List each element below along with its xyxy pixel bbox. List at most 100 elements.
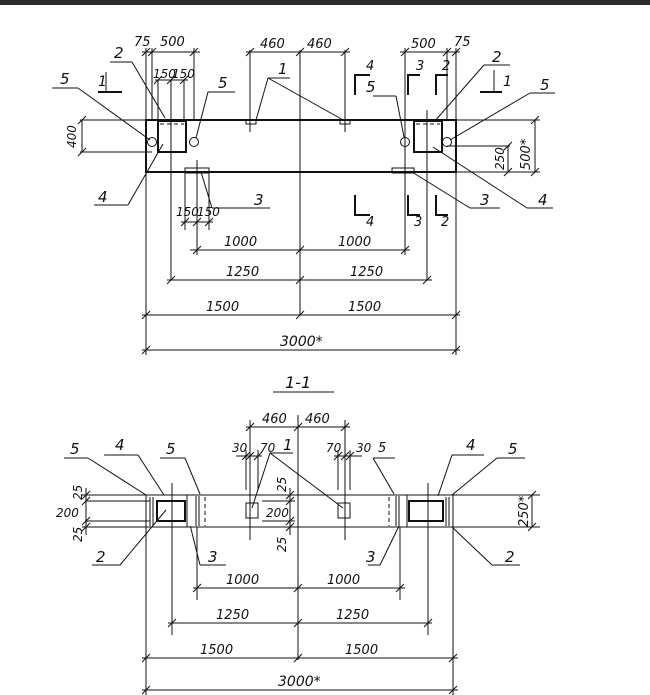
dimension-tick xyxy=(141,345,151,355)
section-plate-1b xyxy=(337,502,351,519)
plan-dim-400: 400 xyxy=(65,125,79,148)
plan-callout-4-right: 4 xyxy=(538,191,548,209)
dimension-tick xyxy=(442,47,452,57)
section-title: 1-1 xyxy=(285,373,311,392)
plan-dim-460b: 460 xyxy=(307,37,332,52)
dimension-tick xyxy=(395,583,405,593)
section-callout-5-rr: 5 xyxy=(508,440,518,458)
dimension-tick xyxy=(527,522,537,532)
plan-dim-1000b: 1000 xyxy=(338,235,371,250)
dimension-tick xyxy=(422,275,432,285)
dimension-tick xyxy=(81,516,91,526)
dimension-tick xyxy=(503,167,513,177)
dimension-tick xyxy=(245,422,255,432)
dimension-tick xyxy=(285,522,295,532)
plan-dim-3000: 3000* xyxy=(280,334,323,350)
plan-callout-5-ll: 5 xyxy=(60,70,70,88)
dimension-tick xyxy=(81,496,91,506)
section-callout-3-left: 3 xyxy=(208,548,218,566)
section-right-socket xyxy=(408,500,444,522)
plan-callout-2-left: 2 xyxy=(114,44,124,62)
plan-dim-1000a: 1000 xyxy=(224,235,257,250)
plan-section-markers xyxy=(98,70,502,216)
dimension-tick xyxy=(448,685,458,695)
plan-callout-3-left: 3 xyxy=(254,191,264,209)
section-callout-2-right: 2 xyxy=(505,548,515,566)
plan-dim-1500b: 1500 xyxy=(348,300,381,315)
scan-top-border xyxy=(0,0,650,5)
dimension-tick xyxy=(180,217,190,227)
dimension-tick xyxy=(530,167,540,177)
plan-callout-3-right: 3 xyxy=(480,191,490,209)
plan-plate-3b xyxy=(391,167,415,174)
section-right-end xyxy=(406,494,454,528)
plan-dim-150d: 150 xyxy=(197,205,220,219)
plan-dim-150b: 150 xyxy=(172,67,195,81)
section-left-socket xyxy=(156,500,186,522)
dimension-tick xyxy=(448,653,458,663)
plan-dim-150c: 150 xyxy=(176,205,199,219)
dimension-tick xyxy=(77,147,87,157)
dimension-tick xyxy=(192,217,202,227)
section-plate-1a xyxy=(245,502,259,519)
dimension-tick xyxy=(253,451,263,461)
section-callout-5-ll: 5 xyxy=(70,440,80,458)
dimension-tick xyxy=(293,583,303,593)
plan-view: 75 500 150 150 460 460 500 75 400 250 50… xyxy=(52,35,555,355)
section-dim-1000b: 1000 xyxy=(327,573,360,588)
dimension-tick xyxy=(192,583,202,593)
plan-plate-1a xyxy=(245,119,257,125)
dimension-tick xyxy=(451,47,461,57)
dimension-tick xyxy=(166,275,176,285)
plan-dim-500-right: 500 xyxy=(411,37,436,52)
dimension-tick xyxy=(423,618,433,628)
section-dim-1250b: 1250 xyxy=(336,608,369,623)
dimension-tick xyxy=(189,47,199,57)
dimension-tick xyxy=(451,310,461,320)
section-dim-3000: 3000* xyxy=(278,674,321,690)
dimension-tick xyxy=(293,653,303,663)
section-dimension-lines xyxy=(85,426,533,691)
section-mid-dim-200: 200 xyxy=(266,506,289,520)
section-mid-dim-25a: 25 xyxy=(275,477,289,492)
plan-hole-lr xyxy=(189,137,199,147)
plan-dim-500-star: 500* xyxy=(519,138,534,170)
section-dim-30b: 30 xyxy=(356,441,372,455)
dimension-tick xyxy=(503,141,513,151)
plan-extension-lines xyxy=(80,48,540,355)
dimension-tick xyxy=(293,618,303,628)
dimension-tick xyxy=(141,653,151,663)
dimension-tick xyxy=(527,490,537,500)
section-dim-1500b: 1500 xyxy=(345,643,378,658)
dimension-tick xyxy=(147,47,157,57)
section-extension-lines xyxy=(145,415,540,695)
section-mid-dim-25b: 25 xyxy=(275,537,289,552)
dimension-tick xyxy=(179,75,189,85)
section-callout-5-rl: 5 xyxy=(378,441,386,456)
plan-dim-1250b: 1250 xyxy=(350,265,383,280)
plan-section-1-right: 1 xyxy=(503,74,512,90)
plan-dim-75-right: 75 xyxy=(454,35,471,50)
plan-callout-5-rl: 5 xyxy=(366,78,376,96)
section-dim-460b: 460 xyxy=(305,412,330,427)
dimension-tick xyxy=(192,245,202,255)
dimension-tick xyxy=(245,47,255,57)
plan-section-2-bottom: 2 xyxy=(441,215,449,230)
section-callout-3-right: 3 xyxy=(366,548,376,566)
dimension-tick xyxy=(285,490,295,500)
plan-dim-150a: 150 xyxy=(153,67,176,81)
plan-right-socket xyxy=(413,120,443,153)
section-dim-30a: 30 xyxy=(232,441,248,455)
dimension-tick xyxy=(451,345,461,355)
dimension-tick xyxy=(340,422,350,432)
dimension-tick xyxy=(345,451,355,461)
dimension-tick xyxy=(400,47,410,57)
plan-dim-500-left: 500 xyxy=(160,35,185,50)
plan-leaders xyxy=(52,61,555,209)
dimension-ticks xyxy=(77,47,540,695)
plan-callout-2-right: 2 xyxy=(492,48,502,66)
plan-callout-1: 1 xyxy=(278,60,288,78)
dimension-tick xyxy=(530,115,540,125)
plan-hole-rr xyxy=(442,137,452,147)
plan-dim-460a: 460 xyxy=(260,37,285,52)
